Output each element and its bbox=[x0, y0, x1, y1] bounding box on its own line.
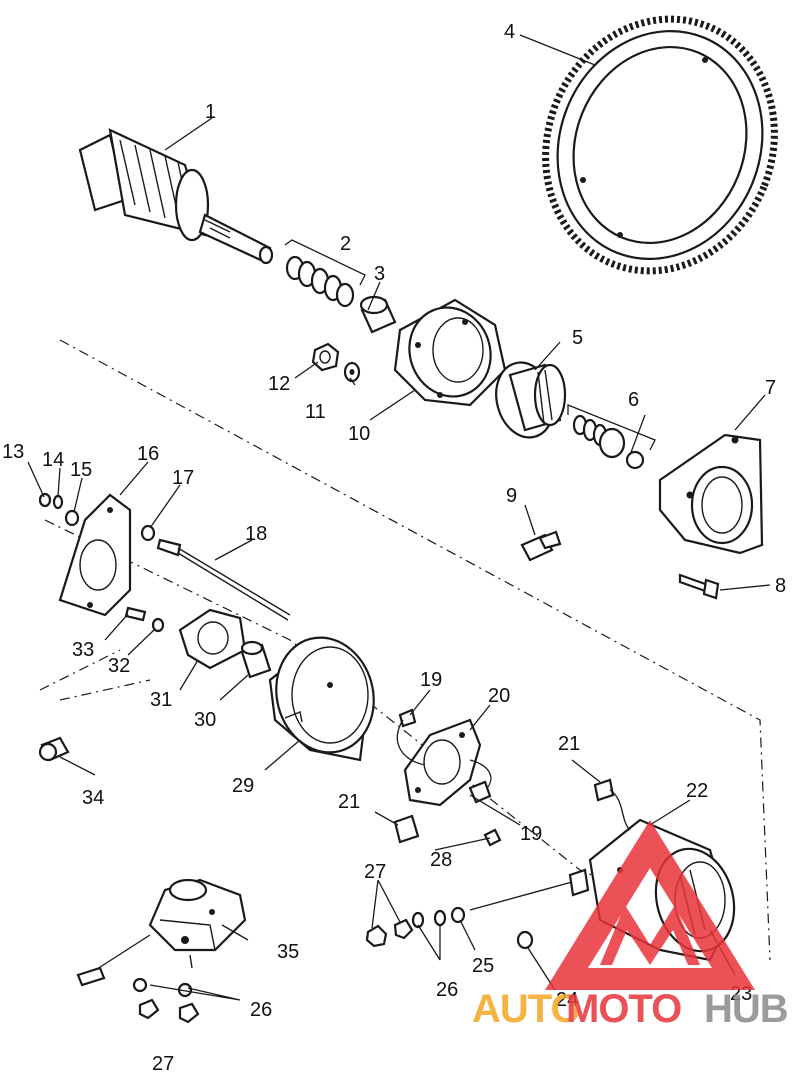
screw-part-28 bbox=[483, 828, 502, 847]
label-3: 3 bbox=[374, 263, 385, 285]
label-32: 32 bbox=[108, 655, 130, 677]
label-14: 14 bbox=[42, 449, 64, 471]
label-9: 9 bbox=[506, 485, 517, 507]
frame-part-29 bbox=[268, 636, 375, 762]
label-21-upper: 21 bbox=[558, 733, 580, 755]
screw-part-9 bbox=[520, 530, 562, 562]
label-29: 29 bbox=[232, 775, 254, 797]
washer-part-25 bbox=[450, 906, 466, 924]
label-16: 16 bbox=[137, 443, 159, 465]
label-27-center: 27 bbox=[364, 861, 386, 883]
screw-part-33 bbox=[124, 606, 147, 622]
solenoid-part-35 bbox=[76, 878, 247, 987]
nut-part-12 bbox=[311, 342, 340, 372]
label-15: 15 bbox=[70, 459, 92, 481]
label-33: 33 bbox=[72, 639, 94, 661]
washer-part-11 bbox=[343, 361, 361, 383]
label-20: 20 bbox=[488, 685, 510, 707]
label-10: 10 bbox=[348, 423, 370, 445]
label-12: 12 bbox=[268, 373, 290, 395]
brush-holder-part-31 bbox=[178, 608, 247, 670]
watermark-text-hub: HUB bbox=[704, 987, 788, 1031]
drive-housing-part-10 bbox=[393, 298, 507, 407]
label-26-center: 26 bbox=[436, 979, 458, 1001]
label-19-upper: 19 bbox=[420, 669, 442, 691]
washer-part-17 bbox=[140, 524, 156, 542]
label-26-left: 26 bbox=[250, 999, 272, 1021]
nuts-part-27 bbox=[138, 918, 414, 1024]
watermark-triangle-icon bbox=[545, 820, 755, 990]
watermark-m-icon bbox=[600, 905, 700, 965]
label-35: 35 bbox=[277, 941, 299, 963]
washer-part-24 bbox=[516, 930, 534, 950]
label-8: 8 bbox=[775, 575, 786, 597]
label-30: 30 bbox=[194, 709, 216, 731]
ring-gear-part bbox=[542, 15, 778, 275]
label-34: 34 bbox=[82, 787, 104, 809]
spring-part-6 bbox=[567, 404, 656, 470]
centerline-main bbox=[59, 339, 771, 961]
watermark-text-moto: MOTO bbox=[566, 987, 681, 1031]
brush-plate-part-20 bbox=[396, 708, 492, 807]
watermark-logo: AUTO MOTO HUB bbox=[472, 820, 789, 1031]
label-22: 22 bbox=[686, 780, 708, 802]
label-11: 11 bbox=[305, 401, 326, 423]
cap-part-34 bbox=[38, 736, 70, 762]
label-24: 24 bbox=[556, 989, 578, 1011]
leader-lines bbox=[27, 34, 771, 1001]
spring-part-2 bbox=[284, 239, 366, 308]
label-1: 1 bbox=[205, 101, 216, 123]
label-18: 18 bbox=[245, 523, 267, 545]
label-2: 2 bbox=[340, 233, 351, 255]
screw-part-32 bbox=[151, 617, 165, 633]
bolt-part-8 bbox=[678, 573, 720, 600]
label-5: 5 bbox=[572, 327, 583, 349]
label-4: 4 bbox=[504, 21, 515, 43]
label-28: 28 bbox=[430, 849, 452, 871]
terminal-stud-part-23 bbox=[469, 868, 590, 911]
bushing-part-3 bbox=[359, 295, 397, 334]
label-6: 6 bbox=[628, 389, 639, 411]
label-27-left: 27 bbox=[152, 1053, 174, 1073]
label-7: 7 bbox=[765, 377, 776, 399]
label-25: 25 bbox=[472, 955, 494, 977]
connector-part-21-lower bbox=[393, 814, 420, 844]
centerline-left bbox=[39, 649, 151, 701]
end-plate-part-16 bbox=[58, 493, 132, 617]
pinion-part-5 bbox=[495, 361, 567, 439]
watermark-text-auto: AUTO bbox=[472, 987, 581, 1031]
armature-part bbox=[78, 128, 274, 265]
label-21-lower: 21 bbox=[338, 791, 360, 813]
washers-part-26 bbox=[132, 909, 447, 998]
label-17: 17 bbox=[172, 467, 194, 489]
bracket-part-7 bbox=[658, 433, 764, 555]
through-bolt-part-18 bbox=[156, 538, 291, 621]
label-19-lower: 19 bbox=[520, 823, 542, 845]
label-31: 31 bbox=[150, 689, 172, 711]
label-13: 13 bbox=[2, 441, 24, 463]
bushing-part-30 bbox=[240, 640, 272, 679]
